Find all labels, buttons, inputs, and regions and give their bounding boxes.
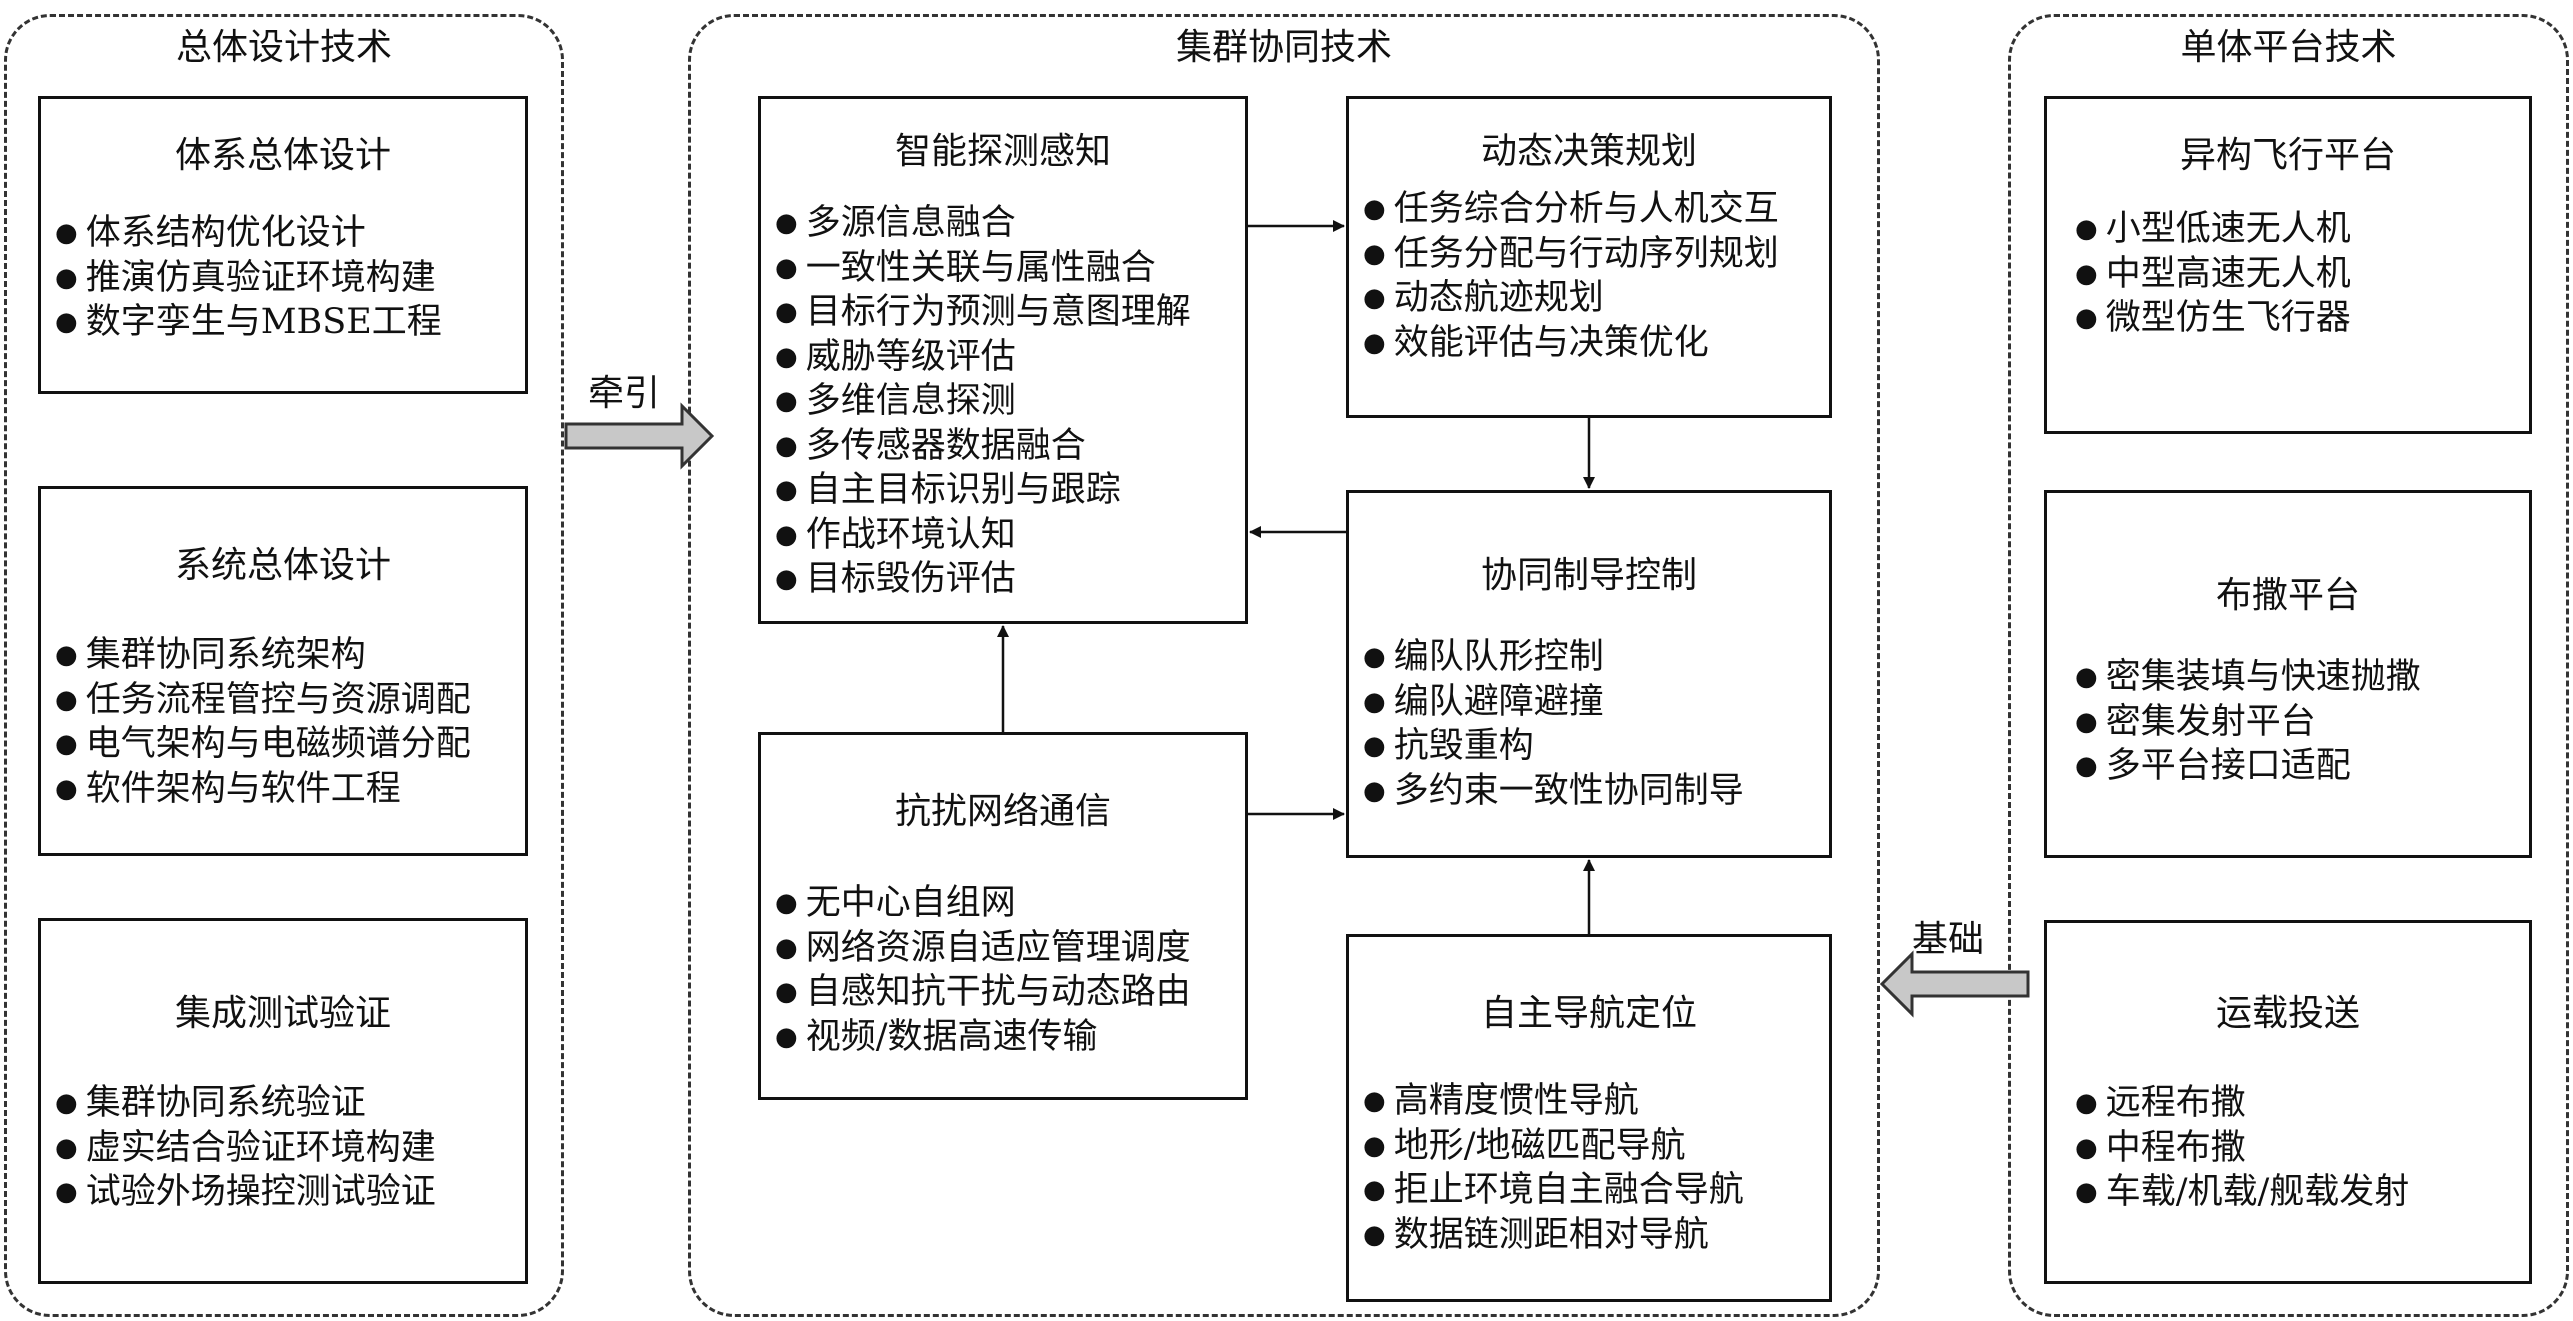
list-item: 威胁等级评估: [775, 337, 1241, 382]
box-title: 系统总体设计: [174, 545, 391, 586]
list-item: 一致性关联与属性融合: [775, 248, 1241, 293]
box-heterogeneous-flight-platform: 异构飞行平台 小型低速无人机 中型高速无人机 微型仿生飞行器: [2044, 96, 2532, 434]
list-item: 推演仿真验证环境构建: [55, 258, 521, 303]
box-title: 布撒平台: [2215, 575, 2360, 616]
group-overall-design: [4, 14, 564, 1317]
list-item: 效能评估与决策优化: [1363, 323, 1825, 368]
item-list: 编队队形控制 编队避障避撞 抗毁重构 多约束一致性协同制导: [1363, 637, 1825, 815]
item-list: 高精度惯性导航 地形/地磁匹配导航 拒止环境自主融合导航 数据链测距相对导航: [1363, 1081, 1825, 1259]
list-item: 地形/地磁匹配导航: [1363, 1126, 1825, 1171]
box-system-architecture-design: 体系总体设计 体系结构优化设计 推演仿真验证环境构建 数字孪生与MBSE工程: [38, 96, 528, 394]
list-item: 自感知抗干扰与动态路由: [775, 972, 1241, 1017]
list-item: 集群协同系统架构: [55, 635, 521, 680]
list-item: 远程布撒: [2075, 1083, 2525, 1128]
list-item: 多源信息融合: [775, 203, 1241, 248]
group-single-platform: [2008, 14, 2569, 1317]
list-item: 高精度惯性导航: [1363, 1081, 1825, 1126]
box-title: 动态决策规划: [1480, 131, 1697, 172]
list-item: 拒止环境自主融合导航: [1363, 1170, 1825, 1215]
group-swarm-cooperation: [688, 14, 1880, 1317]
list-item: 任务分配与行动序列规划: [1363, 234, 1825, 279]
list-item: 多传感器数据融合: [775, 426, 1241, 471]
list-item: 数据链测距相对导航: [1363, 1215, 1825, 1260]
list-item: 作战环境认知: [775, 515, 1241, 560]
box-integration-test-verification: 集成测试验证 集群协同系统验证 虚实结合验证环境构建 试验外场操控测试验证: [38, 918, 528, 1284]
item-list: 无中心自组网 网络资源自适应管理调度 自感知抗干扰与动态路由 视频/数据高速传输: [775, 883, 1241, 1061]
item-list: 任务综合分析与人机交互 任务分配与行动序列规划 动态航迹规划 效能评估与决策优化: [1363, 189, 1825, 367]
box-title: 集成测试验证: [174, 993, 391, 1034]
list-item: 网络资源自适应管理调度: [775, 928, 1241, 973]
box-dynamic-decision-planning: 动态决策规划 任务综合分析与人机交互 任务分配与行动序列规划 动态航迹规划 效能…: [1346, 96, 1832, 418]
list-item: 任务综合分析与人机交互: [1363, 189, 1825, 234]
list-item: 编队避障避撞: [1363, 682, 1825, 727]
item-list: 集群协同系统验证 虚实结合验证环境构建 试验外场操控测试验证: [55, 1083, 521, 1217]
list-item: 数字孪生与MBSE工程: [55, 302, 521, 347]
item-list: 体系结构优化设计 推演仿真验证环境构建 数字孪生与MBSE工程: [55, 213, 521, 347]
list-item: 无中心自组网: [775, 883, 1241, 928]
list-item: 目标毁伤评估: [775, 559, 1241, 604]
list-item: 编队队形控制: [1363, 637, 1825, 682]
list-item: 中型高速无人机: [2075, 254, 2525, 299]
box-title: 运载投送: [2215, 993, 2360, 1034]
list-item: 自主目标识别与跟踪: [775, 470, 1241, 515]
box-autonomous-navigation-positioning: 自主导航定位 高精度惯性导航 地形/地磁匹配导航 拒止环境自主融合导航 数据链测…: [1346, 934, 1832, 1302]
box-title: 协同制导控制: [1480, 555, 1697, 596]
box-system-overall-design: 系统总体设计 集群协同系统架构 任务流程管控与资源调配 电气架构与电磁频谱分配 …: [38, 486, 528, 856]
list-item: 视频/数据高速传输: [775, 1017, 1241, 1062]
list-item: 中程布撒: [2075, 1128, 2525, 1173]
list-item: 动态航迹规划: [1363, 278, 1825, 323]
box-title: 体系总体设计: [174, 135, 391, 176]
traction-block-arrow: [564, 402, 715, 470]
list-item: 密集装填与快速抛撒: [2075, 657, 2525, 702]
list-item: 小型低速无人机: [2075, 209, 2525, 254]
box-anti-jamming-network-communication: 抗扰网络通信 无中心自组网 网络资源自适应管理调度 自感知抗干扰与动态路由 视频…: [758, 732, 1248, 1100]
list-item: 集群协同系统验证: [55, 1083, 521, 1128]
list-item: 抗毁重构: [1363, 726, 1825, 771]
box-cooperative-guidance-control: 协同制导控制 编队队形控制 编队避障避撞 抗毁重构 多约束一致性协同制导: [1346, 490, 1832, 858]
list-item: 多维信息探测: [775, 381, 1241, 426]
list-item: 多约束一致性协同制导: [1363, 771, 1825, 816]
box-intelligent-detection-perception: 智能探测感知 多源信息融合 一致性关联与属性融合 目标行为预测与意图理解 威胁等…: [758, 96, 1248, 624]
box-title: 自主导航定位: [1480, 993, 1697, 1034]
list-item: 密集发射平台: [2075, 702, 2525, 747]
list-item: 多平台接口适配: [2075, 746, 2525, 791]
list-item: 虚实结合验证环境构建: [55, 1128, 521, 1173]
box-dispersal-platform: 布撒平台 密集装填与快速抛撒 密集发射平台 多平台接口适配: [2044, 490, 2532, 858]
list-item: 试验外场操控测试验证: [55, 1172, 521, 1217]
item-list: 远程布撒 中程布撒 车载/机载/舰载发射: [2075, 1083, 2525, 1217]
group-single-platform-title: 单体平台技术: [2180, 27, 2397, 68]
list-item: 微型仿生飞行器: [2075, 298, 2525, 343]
box-title: 异构飞行平台: [2179, 135, 2396, 176]
list-item: 电气架构与电磁频谱分配: [55, 724, 521, 769]
list-item: 体系结构优化设计: [55, 213, 521, 258]
item-list: 多源信息融合 一致性关联与属性融合 目标行为预测与意图理解 威胁等级评估 多维信…: [775, 203, 1241, 604]
group-swarm-cooperation-title: 集群协同技术: [1175, 27, 1392, 68]
list-item: 软件架构与软件工程: [55, 769, 521, 814]
list-item: 任务流程管控与资源调配: [55, 680, 521, 725]
item-list: 集群协同系统架构 任务流程管控与资源调配 电气架构与电磁频谱分配 软件架构与软件…: [55, 635, 521, 813]
box-title: 智能探测感知: [894, 131, 1111, 172]
box-title: 抗扰网络通信: [894, 791, 1111, 832]
group-overall-design-title: 总体设计技术: [175, 27, 392, 68]
item-list: 密集装填与快速抛撒 密集发射平台 多平台接口适配: [2075, 657, 2525, 791]
foundation-block-arrow: [1879, 950, 2030, 1018]
list-item: 目标行为预测与意图理解: [775, 292, 1241, 337]
box-carrier-delivery: 运载投送 远程布撒 中程布撒 车载/机载/舰载发射: [2044, 920, 2532, 1284]
foundation-label: 基础: [1912, 919, 1985, 960]
list-item: 车载/机载/舰载发射: [2075, 1172, 2525, 1217]
traction-label: 牵引: [588, 373, 661, 414]
item-list: 小型低速无人机 中型高速无人机 微型仿生飞行器: [2075, 209, 2525, 343]
